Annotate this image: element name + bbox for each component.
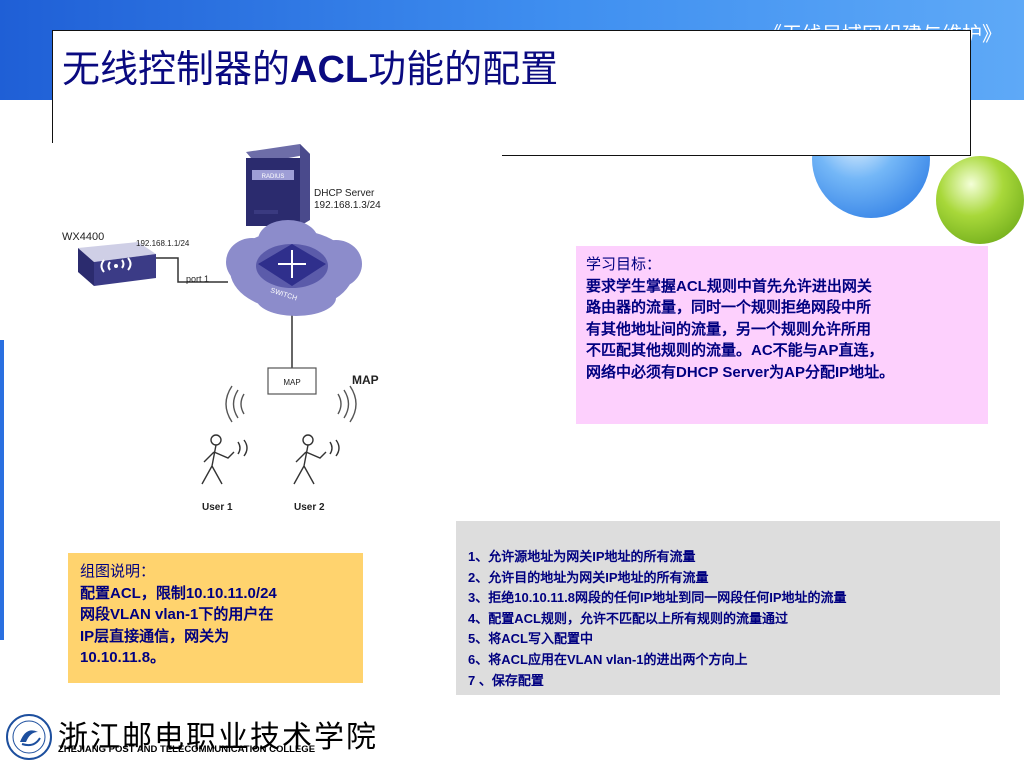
- goals-line: 路由器的流量，同时一个规则拒绝网段中所: [586, 299, 872, 316]
- note-line: 网段VLAN vlan-1下的用户在: [80, 606, 274, 623]
- note-line: 配置ACL，限制10.10.11.0/24: [80, 584, 277, 602]
- title-suffix: 功能的配置: [368, 47, 559, 91]
- user2-icon: [293, 434, 340, 485]
- server-icon: RADIUS: [246, 144, 310, 226]
- title-prefix: 无线控制器的: [62, 47, 291, 91]
- step-item: 4、配置ACL规则，允许不匹配以上所有规则的流量通过: [468, 610, 788, 626]
- map-box-icon: [267, 367, 317, 395]
- map-box-label: MAP: [283, 378, 300, 387]
- config-steps-box: 1、允许源地址为网关IP地址的所有流量 2、允许目的地址为网关IP地址的所有流量…: [456, 521, 1000, 695]
- page-title: 无线控制器的ACL功能的配置: [62, 38, 558, 93]
- port-label: port 1: [186, 274, 209, 284]
- college-logo-icon: [6, 714, 52, 760]
- step-item: 2、允许目的地址为网关IP地址的所有流量: [468, 569, 709, 585]
- user1-label: User 1: [202, 502, 233, 513]
- goals-line: 要求学生掌握ACL规则中首先允许进出网关: [586, 277, 872, 295]
- switch-cloud-icon: [226, 220, 362, 316]
- goals-heading: 学习目标：: [586, 255, 662, 273]
- step-item: 3、拒绝10.10.11.8网段的任何IP地址到同一网段任何IP地址的流量: [468, 590, 847, 606]
- college-name-cn: 浙江邮电职业技术学院: [58, 720, 378, 755]
- link-controller-switch: [156, 257, 228, 283]
- note-line: IP层直接通信，网关为: [80, 627, 230, 645]
- note-line: 10.10.11.8。: [80, 649, 166, 666]
- note-heading: 组图说明：: [80, 562, 156, 580]
- left-strip: [0, 100, 48, 768]
- learning-goals-box: 学习目标： 要求学生掌握ACL规则中首先允许进出网关 路由器的流量，同时一个规则…: [576, 246, 988, 424]
- server-name: DHCP Server: [314, 188, 375, 199]
- decorative-green-circle: [936, 156, 1024, 244]
- network-diagram: RADIUS DHCP Server 192.168.1.3/24 SWITCH…: [62, 144, 381, 513]
- goals-line: 网络中必须有DHCP Server为AP分配IP地址。: [586, 363, 895, 381]
- goals-line: 不匹配其他规则的流量。AC不能与AP直连，: [586, 342, 884, 359]
- server-badge: RADIUS: [262, 174, 285, 180]
- user1-icon: [201, 434, 248, 485]
- map-label: MAP: [352, 373, 379, 387]
- title-acl: ACL: [290, 49, 369, 91]
- goals-line: 有其他地址间的流量，另一个规则允许所用: [586, 320, 872, 338]
- step-item: 7 、保存配置: [468, 672, 544, 688]
- server-ip: 192.168.1.3/24: [314, 200, 381, 211]
- step-item: 1、允许源地址为网关IP地址的所有流量: [468, 549, 696, 564]
- wireless-waves-icon: [225, 385, 357, 423]
- user2-label: User 2: [294, 502, 325, 513]
- title-box: [52, 30, 971, 156]
- controller-icon: [78, 242, 156, 286]
- controller-ip: 192.168.1.1/24: [136, 239, 190, 248]
- left-accent-line: [0, 340, 4, 640]
- diagram-note-box: 组图说明： 配置ACL，限制10.10.11.0/24 网段VLAN vlan-…: [68, 553, 363, 683]
- step-item: 5、将ACL写入配置中: [468, 631, 593, 647]
- college-name-en: ZHEJIANG POST AND TELECOMMUNICATION COLL…: [58, 744, 316, 755]
- controller-name: WX4400: [62, 231, 104, 243]
- step-item: 6、将ACL应用在VLAN vlan-1的进出两个方向上: [468, 651, 748, 667]
